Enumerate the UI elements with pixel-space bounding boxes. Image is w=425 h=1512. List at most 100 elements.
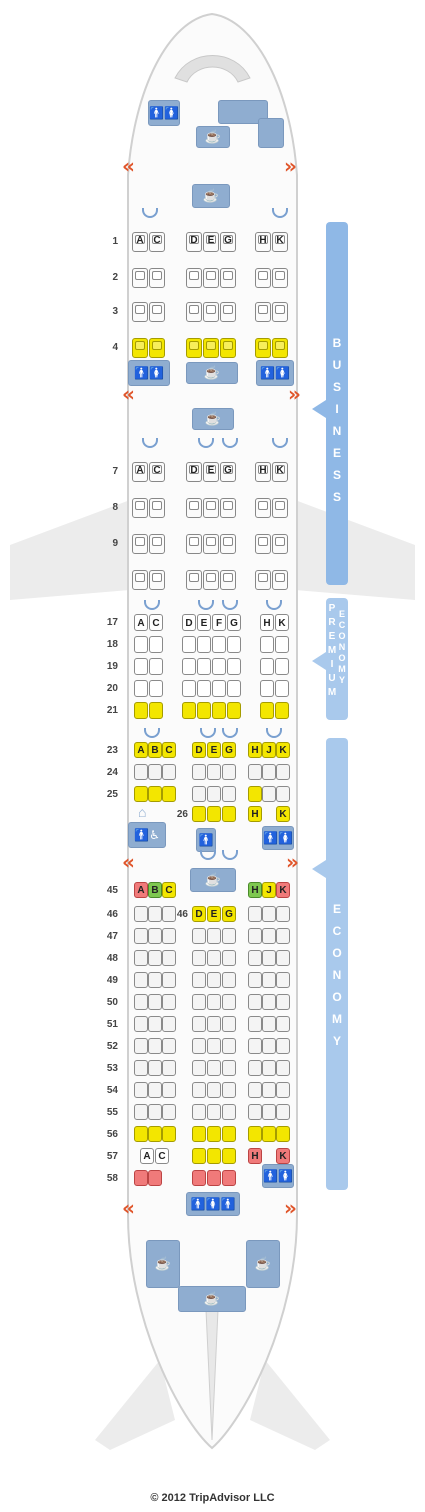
economy-seat[interactable]	[134, 764, 148, 780]
economy-seat[interactable]: K	[276, 806, 290, 822]
economy-seat[interactable]	[207, 1148, 221, 1164]
business-seat[interactable]	[255, 302, 271, 322]
economy-seat[interactable]	[248, 906, 262, 922]
business-seat[interactable]	[203, 498, 219, 518]
business-seat[interactable]	[272, 570, 288, 590]
premium-seat[interactable]	[260, 658, 274, 675]
economy-seat[interactable]	[276, 786, 290, 802]
economy-seat[interactable]	[192, 786, 206, 802]
premium-seat[interactable]	[197, 636, 211, 653]
economy-seat[interactable]	[248, 928, 262, 944]
economy-seat[interactable]	[262, 764, 276, 780]
economy-seat[interactable]	[192, 1148, 206, 1164]
business-seat[interactable]: E	[203, 232, 219, 252]
economy-seat[interactable]	[262, 1082, 276, 1098]
business-seat[interactable]	[203, 534, 219, 554]
economy-seat[interactable]	[207, 1126, 221, 1142]
economy-seat[interactable]	[248, 764, 262, 780]
business-seat[interactable]: K	[272, 462, 288, 482]
economy-seat[interactable]	[222, 1126, 236, 1142]
business-seat[interactable]	[149, 302, 165, 322]
premium-seat[interactable]	[275, 702, 289, 719]
economy-seat[interactable]	[248, 786, 262, 802]
business-seat[interactable]	[220, 498, 236, 518]
premium-seat[interactable]	[260, 702, 274, 719]
economy-seat[interactable]	[192, 1016, 206, 1032]
premium-seat[interactable]	[134, 636, 148, 653]
economy-seat[interactable]	[262, 1104, 276, 1120]
business-seat[interactable]	[203, 268, 219, 288]
business-seat[interactable]	[132, 338, 148, 358]
economy-seat[interactable]	[192, 1126, 206, 1142]
economy-seat[interactable]	[162, 950, 176, 966]
economy-seat[interactable]	[148, 906, 162, 922]
economy-seat[interactable]	[222, 1038, 236, 1054]
economy-seat[interactable]	[276, 1060, 290, 1076]
premium-seat[interactable]	[182, 702, 196, 719]
premium-seat[interactable]	[275, 680, 289, 697]
economy-seat[interactable]	[248, 1060, 262, 1076]
economy-seat[interactable]: C	[162, 882, 176, 898]
business-seat[interactable]: H	[255, 462, 271, 482]
business-seat[interactable]	[132, 302, 148, 322]
business-seat[interactable]	[255, 570, 271, 590]
premium-seat[interactable]	[182, 658, 196, 675]
business-seat[interactable]	[132, 570, 148, 590]
business-seat[interactable]	[272, 338, 288, 358]
business-seat[interactable]	[132, 268, 148, 288]
economy-seat[interactable]	[207, 1060, 221, 1076]
economy-seat[interactable]	[162, 1104, 176, 1120]
premium-seat[interactable]	[197, 658, 211, 675]
economy-seat[interactable]: H	[248, 806, 262, 822]
economy-seat[interactable]: A	[134, 882, 148, 898]
premium-seat[interactable]	[212, 680, 226, 697]
economy-seat[interactable]	[207, 764, 221, 780]
economy-seat[interactable]: H	[248, 882, 262, 898]
business-seat[interactable]	[186, 302, 202, 322]
economy-seat[interactable]	[134, 1126, 148, 1142]
economy-seat[interactable]	[134, 994, 148, 1010]
economy-seat[interactable]	[134, 1082, 148, 1098]
business-seat[interactable]	[132, 498, 148, 518]
economy-seat[interactable]	[134, 1104, 148, 1120]
business-seat[interactable]: D	[186, 232, 202, 252]
premium-seat[interactable]: G	[227, 614, 241, 631]
economy-seat[interactable]	[276, 1016, 290, 1032]
economy-seat[interactable]: C	[162, 742, 176, 758]
economy-seat[interactable]	[248, 1126, 262, 1142]
business-seat[interactable]	[149, 338, 165, 358]
business-seat[interactable]	[149, 498, 165, 518]
business-seat[interactable]	[220, 268, 236, 288]
premium-seat[interactable]	[134, 680, 148, 697]
economy-seat[interactable]: G	[222, 742, 236, 758]
premium-seat[interactable]	[197, 680, 211, 697]
economy-seat[interactable]	[262, 1038, 276, 1054]
premium-seat[interactable]	[227, 658, 241, 675]
premium-seat[interactable]: E	[197, 614, 211, 631]
economy-seat[interactable]	[262, 994, 276, 1010]
economy-seat[interactable]	[134, 1038, 148, 1054]
business-seat[interactable]: A	[132, 232, 148, 252]
economy-seat[interactable]	[207, 1170, 221, 1186]
economy-seat[interactable]	[162, 994, 176, 1010]
premium-seat[interactable]: A	[134, 614, 148, 631]
business-seat[interactable]: G	[220, 462, 236, 482]
premium-seat[interactable]	[149, 702, 163, 719]
economy-seat[interactable]: G	[222, 906, 236, 922]
economy-seat[interactable]	[148, 1016, 162, 1032]
economy-seat[interactable]	[134, 786, 148, 802]
economy-seat[interactable]	[192, 1104, 206, 1120]
economy-seat[interactable]	[222, 972, 236, 988]
premium-seat[interactable]	[134, 702, 148, 719]
business-seat[interactable]	[186, 534, 202, 554]
economy-seat[interactable]	[248, 1082, 262, 1098]
economy-seat[interactable]	[222, 764, 236, 780]
economy-seat[interactable]	[192, 1038, 206, 1054]
premium-seat[interactable]: F	[212, 614, 226, 631]
economy-seat[interactable]	[134, 928, 148, 944]
economy-seat[interactable]	[222, 1082, 236, 1098]
economy-seat[interactable]: E	[207, 906, 221, 922]
economy-seat[interactable]	[262, 928, 276, 944]
economy-seat[interactable]: K	[276, 1148, 290, 1164]
business-seat[interactable]	[186, 338, 202, 358]
